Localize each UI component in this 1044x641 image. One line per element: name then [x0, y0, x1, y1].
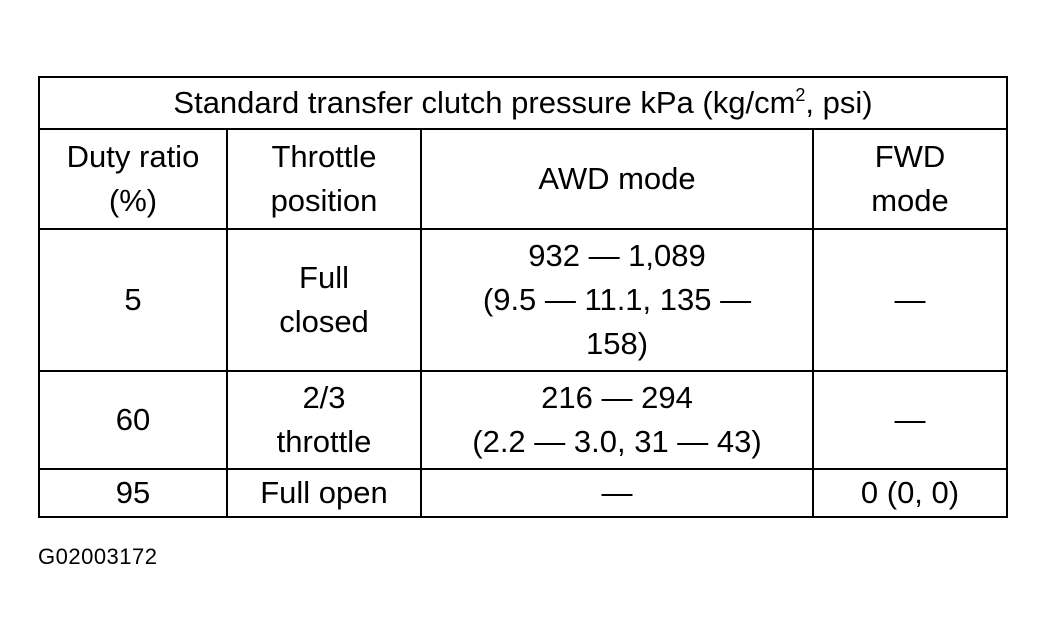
cell-awd-line-1: 216 — 294: [541, 380, 693, 415]
cell-fwd: —: [812, 228, 1008, 372]
table-title-suffix: , psi): [805, 85, 873, 120]
header-fwd-line-2: mode: [871, 183, 949, 218]
header-awd-mode: AWD mode: [420, 128, 814, 230]
cell-awd-line-1: 932 — 1,089: [528, 238, 706, 273]
table-row: 60 2/3 throttle 216 — 294 (2.2 — 3.0, 31…: [38, 370, 1008, 470]
header-duty-ratio-line-1: Duty ratio: [66, 139, 200, 174]
cell-duty-ratio: 5: [38, 228, 228, 372]
cell-awd-line-2: (9.5 — 11.1, 135 —: [482, 282, 752, 317]
cell-duty-ratio: 95: [38, 468, 228, 518]
cell-awd-line-1: —: [601, 475, 633, 510]
table-header-row: Duty ratio (%) Throttle position AWD mod…: [38, 128, 1008, 230]
header-throttle-line-1: Throttle: [271, 139, 377, 174]
cell-duty-ratio: 60: [38, 370, 228, 470]
table-row: 95 Full open — 0 (0, 0): [38, 468, 1008, 518]
cell-throttle-line-1: Full: [299, 260, 349, 295]
cell-throttle-line-1: 2/3: [302, 380, 346, 415]
table-row: 5 Full closed 932 — 1,089 (9.5 — 11.1, 1…: [38, 228, 1008, 372]
header-fwd-mode: FWD mode: [812, 128, 1008, 230]
table-title: Standard transfer clutch pressure kPa (k…: [38, 76, 1008, 130]
cell-awd: 216 — 294 (2.2 — 3.0, 31 — 43): [420, 370, 814, 470]
cell-throttle: Full closed: [226, 228, 422, 372]
cell-awd: 932 — 1,089 (9.5 — 11.1, 135 — 158): [420, 228, 814, 372]
header-duty-ratio-line-2: (%): [108, 183, 158, 218]
table-title-superscript: 2: [795, 85, 806, 105]
cell-fwd: 0 (0, 0): [812, 468, 1008, 518]
header-throttle-position: Throttle position: [226, 128, 422, 230]
transfer-clutch-pressure-table: Standard transfer clutch pressure kPa (k…: [38, 76, 1008, 518]
cell-throttle-line-1: Full open: [260, 475, 388, 510]
header-duty-ratio: Duty ratio (%): [38, 128, 228, 230]
cell-throttle: 2/3 throttle: [226, 370, 422, 470]
cell-awd-line-3: 158): [585, 326, 649, 361]
header-fwd-line-1: FWD: [874, 139, 946, 174]
cell-throttle-line-2: throttle: [276, 424, 372, 459]
cell-awd-line-2: (2.2 — 3.0, 31 — 43): [472, 424, 762, 459]
header-throttle-line-2: position: [270, 183, 378, 218]
figure-reference-code: G02003172: [38, 544, 158, 569]
cell-awd: —: [420, 468, 814, 518]
table-title-prefix: Standard transfer clutch pressure kPa (k…: [173, 85, 796, 120]
cell-throttle: Full open: [226, 468, 422, 518]
cell-throttle-line-2: closed: [279, 304, 369, 339]
cell-fwd: —: [812, 370, 1008, 470]
table-title-row: Standard transfer clutch pressure kPa (k…: [38, 76, 1008, 130]
